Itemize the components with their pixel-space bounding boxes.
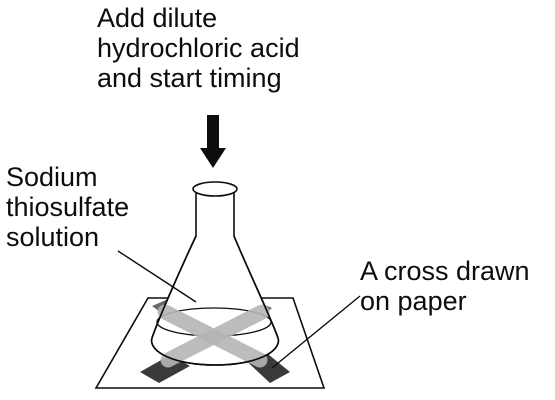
flask-side-left bbox=[151, 235, 197, 339]
acid-label-line-1: Add dilute bbox=[97, 3, 218, 33]
cross-stroke-2 bbox=[160, 304, 270, 368]
cross-label: A cross drawn on paper bbox=[360, 256, 530, 316]
acid-instruction-label: Add dilute hydrochloric acid and start t… bbox=[97, 3, 300, 93]
solution-label-line-3: solution bbox=[6, 222, 100, 252]
solution-label-line-2: thiosulfate bbox=[6, 192, 130, 222]
cross-label-line-2: on paper bbox=[360, 286, 467, 316]
down-arrow-icon bbox=[200, 115, 226, 168]
flask-mouth bbox=[192, 181, 238, 197]
flask-side-right bbox=[233, 235, 279, 339]
solution-label: Sodium thiosulfate solution bbox=[6, 162, 129, 252]
leader-line-solution bbox=[117, 250, 197, 303]
acid-label-line-2: hydrochloric acid bbox=[97, 33, 300, 63]
solution-label-line-1: Sodium bbox=[6, 162, 98, 192]
flask-base-outline bbox=[150, 337, 280, 366]
leader-line-cross bbox=[271, 295, 361, 369]
cross-label-line-1: A cross drawn bbox=[360, 256, 530, 286]
acid-label-line-3: and start timing bbox=[97, 63, 282, 93]
